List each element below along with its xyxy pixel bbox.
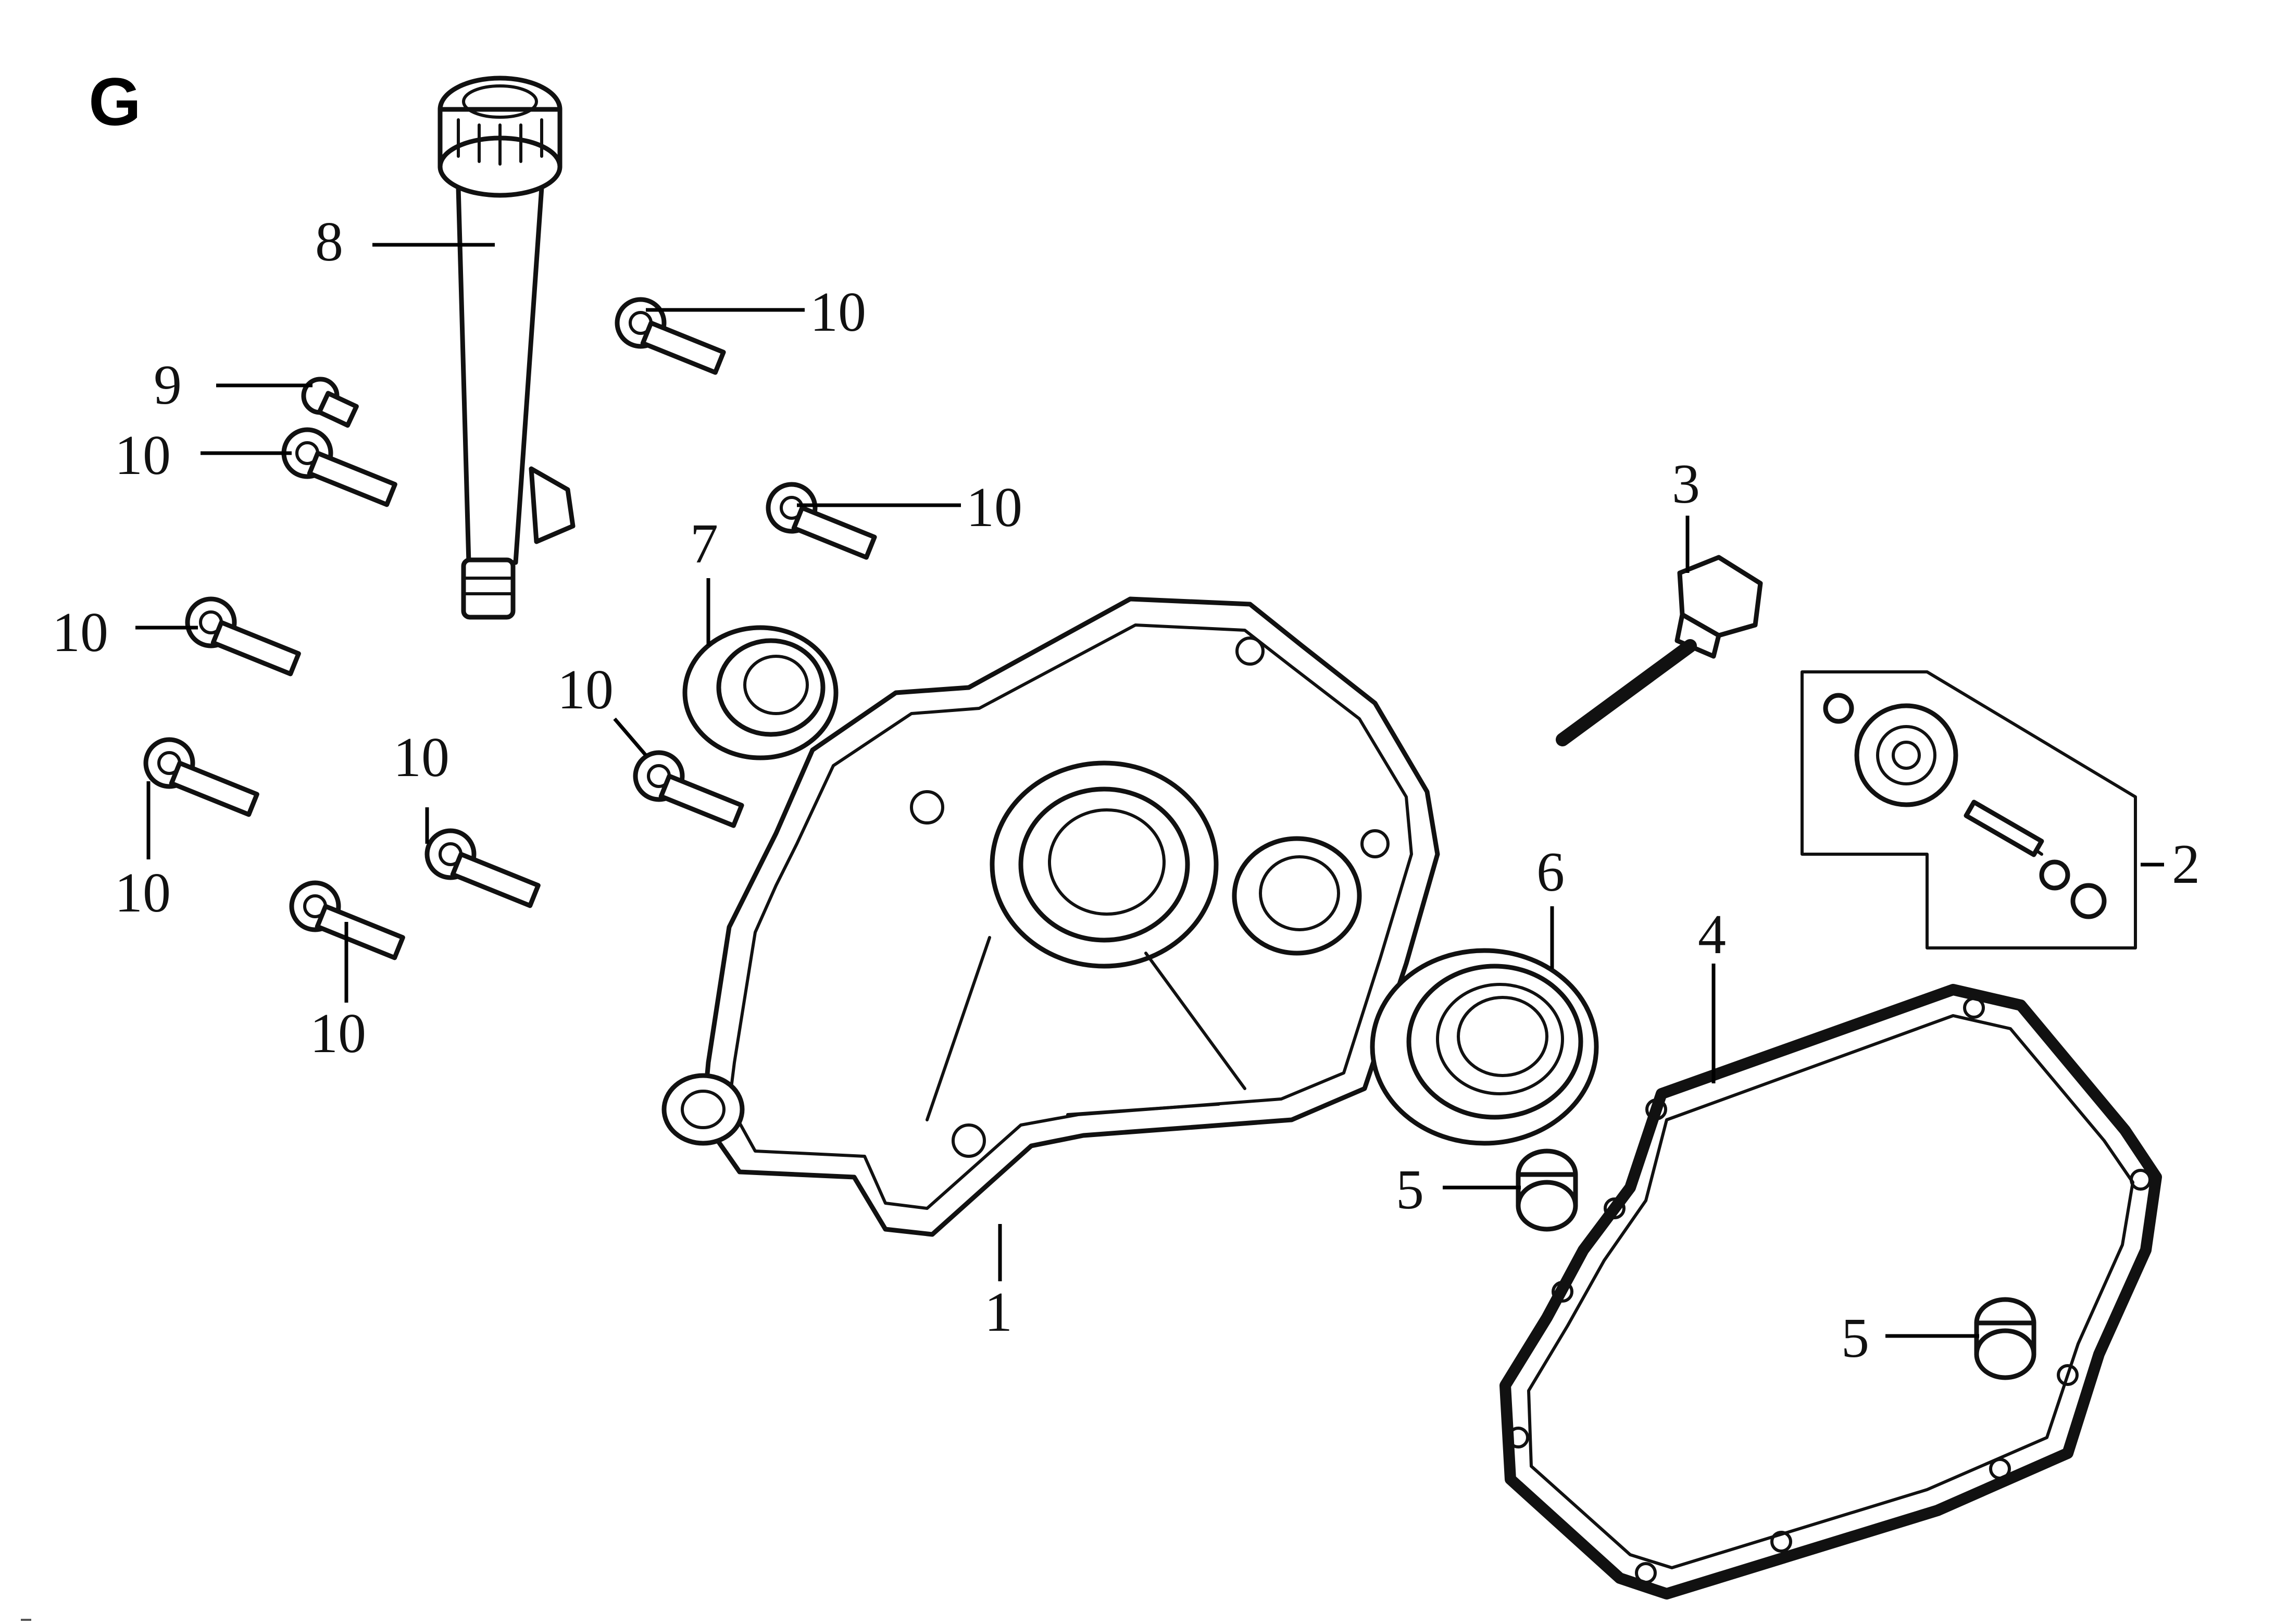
oil-filler-tube bbox=[438, 76, 576, 620]
callout-1: 1 bbox=[984, 1281, 1013, 1343]
section-letter: G bbox=[89, 64, 141, 140]
callout-labels: 8 9 10 10 10 7 10 10 10 10 10 1 3 2 6 4 … bbox=[52, 211, 2200, 1369]
callout-6: 6 bbox=[1536, 841, 1565, 903]
dowel-pin-lower bbox=[1974, 1297, 2036, 1380]
flange-bolt-8 bbox=[289, 880, 405, 960]
leader-lines bbox=[135, 243, 2164, 1338]
oil-seal bbox=[682, 625, 839, 760]
callout-10-a: 10 bbox=[115, 424, 171, 486]
callout-8: 8 bbox=[315, 211, 343, 273]
cover-gasket bbox=[1499, 984, 2162, 1600]
callout-10-g: 10 bbox=[115, 862, 171, 924]
callout-3: 3 bbox=[1672, 453, 1700, 515]
flange-bolt-7 bbox=[424, 828, 541, 908]
flange-bolt-5 bbox=[633, 750, 744, 828]
callout-10-c: 10 bbox=[966, 477, 1022, 539]
callout-2: 2 bbox=[2172, 833, 2200, 895]
callout-7: 7 bbox=[690, 513, 718, 575]
bearing bbox=[1370, 948, 1599, 1146]
flange-bolt-6 bbox=[143, 737, 259, 817]
callout-10-d: 10 bbox=[52, 602, 108, 664]
dowel-pin-upper bbox=[1516, 1148, 1578, 1232]
flange-bolt-3 bbox=[766, 482, 877, 560]
small-bolt-9 bbox=[301, 377, 359, 428]
callout-5-b: 5 bbox=[1841, 1307, 1869, 1369]
callout-4: 4 bbox=[1698, 904, 1726, 966]
callout-9: 9 bbox=[154, 354, 182, 416]
dipstick-bolt bbox=[1556, 555, 1763, 746]
callout-5-a: 5 bbox=[1396, 1159, 1424, 1221]
callout-10-e: 10 bbox=[557, 659, 614, 721]
flange-bolt-2 bbox=[281, 427, 397, 507]
flange-bolt-4 bbox=[185, 596, 301, 677]
crankcase-cover bbox=[661, 596, 1440, 1237]
callout-10-h: 10 bbox=[310, 1003, 366, 1065]
governor-gear-assembly bbox=[1801, 670, 2137, 950]
callout-10-b: 10 bbox=[810, 281, 866, 343]
callout-10-f: 10 bbox=[393, 727, 449, 789]
